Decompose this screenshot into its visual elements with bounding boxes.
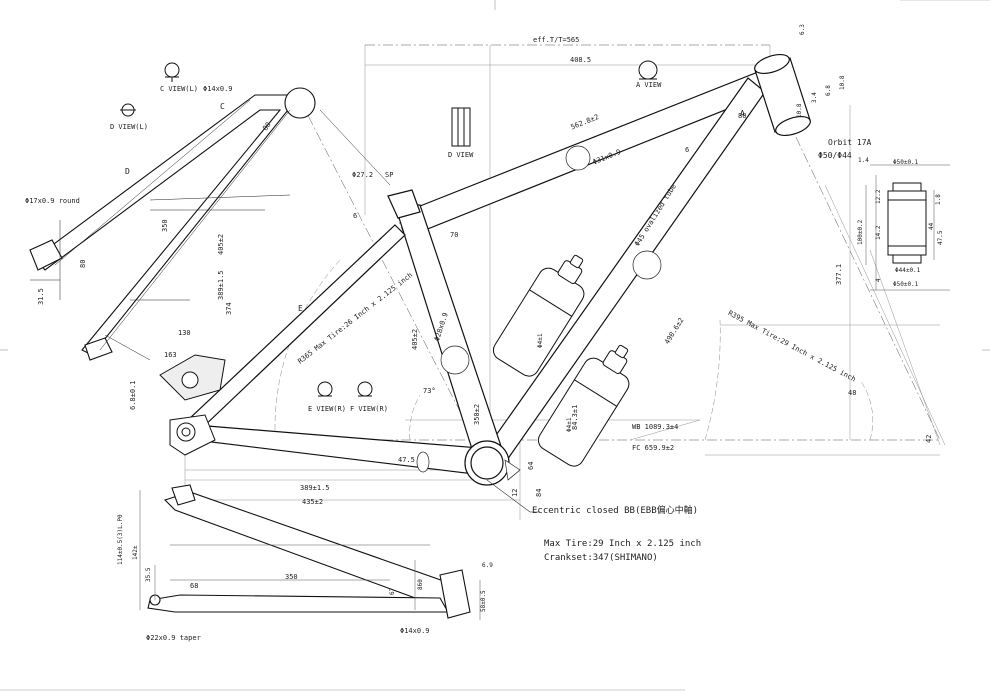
seatstay-374: 374 bbox=[225, 302, 233, 315]
top-small-1: 6.3 bbox=[799, 24, 806, 35]
a-view-icon bbox=[638, 60, 658, 80]
chainstay-detail-114: 114±0.5(3)L.P0 bbox=[117, 514, 124, 565]
seattube-405: 405±2 bbox=[411, 328, 419, 350]
headtube-h2: 1.8 bbox=[935, 194, 942, 205]
d-mark: D bbox=[125, 167, 130, 176]
headtube-6: 6.8 bbox=[825, 85, 832, 96]
chainstay-detail-67: 67 bbox=[389, 587, 396, 595]
seatstay-405: 405±2 bbox=[217, 233, 225, 255]
headtube-h7: 4 bbox=[875, 278, 882, 282]
headtube-section bbox=[887, 182, 927, 264]
chainstay-detail-68: 68 bbox=[190, 582, 199, 590]
a-view-label: A VIEW bbox=[636, 81, 662, 89]
seat-stay bbox=[187, 224, 406, 431]
c-view-label: C VIEW(L) bbox=[160, 85, 198, 93]
wb-label: WB 1089.3±4 bbox=[632, 423, 679, 431]
c-view-icon bbox=[164, 62, 180, 82]
chainstay-detail-tube-a: Φ22x0.9 taper bbox=[146, 634, 201, 642]
downtube-84: 84.3±1 bbox=[571, 404, 579, 430]
reference-lines bbox=[184, 45, 946, 520]
seattube-clamp-ext: SP bbox=[385, 171, 394, 179]
toptube-80: 80 bbox=[738, 112, 747, 120]
chain-stay bbox=[194, 424, 483, 476]
bottles bbox=[492, 254, 630, 467]
seattube-6: 6 bbox=[353, 212, 358, 220]
headtube-orbit: Orbit 17A bbox=[828, 138, 872, 147]
chainstay-detail-58: 58±0.5 bbox=[480, 590, 487, 612]
bottle-2-dim: Φ4±1 bbox=[566, 417, 573, 432]
chainstay-389: 389±1.5 bbox=[300, 484, 330, 492]
chainstay-12: 12 bbox=[511, 488, 519, 497]
chainstay-detail-860: 860 bbox=[417, 579, 424, 590]
seat-stay-detail bbox=[29, 87, 316, 361]
d-view-l-label: D VIEW(L) bbox=[110, 123, 148, 131]
headtube-d3: Φ50±0.1 bbox=[893, 281, 919, 288]
seatstay-spec: Φ14x0.9 bbox=[203, 85, 233, 93]
angle-42: 42 bbox=[925, 434, 933, 443]
crankset-note: Crankset:347(SHIMANO) bbox=[544, 553, 658, 563]
f-view-label: F VIEW(R) bbox=[350, 405, 388, 413]
seattube-70: 70 bbox=[450, 231, 459, 239]
seatstay-350: 350 bbox=[161, 219, 169, 232]
chainstay-detail-35: 35.5 bbox=[145, 567, 152, 582]
e-view-icon bbox=[317, 381, 333, 397]
chainstay-detail-142: 142± bbox=[132, 545, 139, 560]
a-mark: A bbox=[740, 109, 745, 118]
seatstay-389: 389±1.5 bbox=[217, 270, 225, 300]
headtube-spec-sub: 1.4 bbox=[858, 157, 869, 164]
chainstay-detail bbox=[147, 484, 471, 619]
seattube-clamp: Φ27.2 bbox=[352, 171, 374, 179]
headtube-d1: Φ50±0.1 bbox=[893, 159, 919, 166]
f-view-icon bbox=[357, 381, 373, 397]
seatstay-163: 163 bbox=[164, 351, 177, 359]
headtube-h1: 100±0.2 bbox=[857, 219, 864, 245]
bottle-1-dim: Φ4±1 bbox=[537, 333, 544, 348]
headtube-h5: 12.2 bbox=[875, 189, 882, 204]
d-view-icon bbox=[451, 107, 471, 147]
rear-dropout bbox=[159, 354, 226, 456]
headtube-h3: 44 bbox=[928, 222, 935, 230]
headtube-d2: Φ44±0.1 bbox=[895, 267, 921, 274]
chainstay-435: 435±2 bbox=[302, 498, 324, 506]
c-mark: C bbox=[220, 102, 225, 111]
d-view-l-icon bbox=[120, 103, 136, 117]
chainstay-47: 47.5 bbox=[398, 456, 415, 464]
headtube-377: 377.1 bbox=[835, 263, 843, 285]
chainstay-detail-tube-b: Φ14x0.9 bbox=[400, 627, 430, 635]
chainstay-detail-350: 350 bbox=[285, 573, 298, 581]
toptube-6: 6 bbox=[685, 146, 690, 154]
seatstay-130: 130 bbox=[178, 329, 191, 337]
headtube-h6: 14.2 bbox=[875, 225, 882, 240]
fc-label: FC 659.9±2 bbox=[632, 444, 675, 452]
reach-label: 408.5 bbox=[570, 56, 592, 64]
headtube-3: 3.4 bbox=[811, 92, 818, 103]
seattube-ang: 73° bbox=[423, 387, 436, 395]
bb-label: Eccentric closed BB(EBB偏心中軸) bbox=[532, 506, 699, 516]
e-mark: E bbox=[298, 304, 303, 313]
e-view-label: E VIEW(R) bbox=[308, 405, 346, 413]
headtube-spec: Φ50/Φ44 bbox=[818, 151, 852, 160]
bottle-down-tube bbox=[537, 344, 630, 467]
eff-tt-label: eff.T/T=565 bbox=[533, 36, 580, 44]
seatstay-80: 80 bbox=[79, 259, 87, 268]
seatstay-round-spec: Φ17x0.9 round bbox=[25, 197, 80, 205]
chainstay-64: 64 bbox=[527, 461, 535, 470]
max-tire-note: Max Tire:29 Inch x 2.125 inch bbox=[544, 539, 702, 549]
bottle-seat-tube bbox=[492, 254, 585, 377]
headtube-h4: 47.5 bbox=[937, 230, 944, 245]
seattube-350: 350±2 bbox=[473, 403, 481, 425]
seatstay-68: 6.8±0.1 bbox=[129, 380, 137, 410]
headtube-10: 10.8 bbox=[796, 103, 803, 118]
angle-48: 48 bbox=[848, 389, 857, 397]
chainstay-84: 84 bbox=[535, 488, 543, 497]
top-small-2: 10.8 bbox=[839, 75, 846, 90]
seatstay-31: 31.5 bbox=[37, 288, 45, 305]
chainstay-detail-69: 6.9 bbox=[482, 562, 493, 569]
d-view-label: D VIEW bbox=[448, 151, 474, 159]
